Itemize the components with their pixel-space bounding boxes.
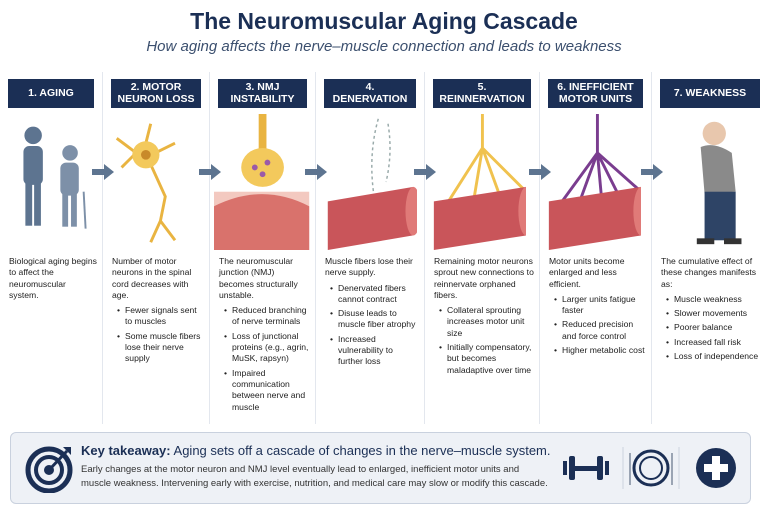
page-subtitle: How aging affects the nerve–muscle conne…	[146, 38, 622, 55]
step-description: Biological aging begins to affect the ne…	[9, 256, 97, 305]
step-header: 1. AGING	[8, 79, 94, 108]
step-intro: Muscle fibers lose their nerve supply.	[325, 256, 413, 278]
step-description: The neuromuscular junction (NMJ) becomes…	[219, 256, 310, 416]
step-header: 5. REINNERVATION	[433, 79, 531, 108]
step-illustration	[23, 126, 87, 229]
step-illustration	[327, 118, 418, 250]
step-header: 3. NMJ INSTABILITY	[218, 79, 307, 108]
step-bullet: Denervated fibers cannot contract	[330, 283, 419, 306]
step-bullet: Fewer signals sent to muscles	[117, 305, 204, 328]
step-illustration	[548, 114, 642, 250]
step-description: Motor units become enlarged and less eff…	[549, 256, 646, 359]
step-bullet: Collateral sprouting increases motor uni…	[439, 305, 534, 339]
step-description: Remaining motor neurons sprout new conne…	[434, 256, 534, 379]
arrow-right-icon	[529, 164, 551, 180]
arrow-right-icon	[641, 164, 663, 180]
step-bullet: Poorer balance	[666, 322, 763, 334]
step-intro: The neuromuscular junction (NMJ) becomes…	[219, 256, 298, 300]
step-bullet-list: Collateral sprouting increases motor uni…	[434, 305, 534, 376]
plate-cutlery-icon	[622, 447, 680, 489]
step-illustration	[214, 114, 310, 250]
step-illustration	[433, 114, 527, 250]
arrow-right-icon	[414, 164, 436, 180]
step-column: 4. DENERVATION Muscle fibers lose their n…	[316, 72, 425, 424]
medical-cross-icon	[696, 448, 736, 488]
takeaway-headline-text: Aging sets off a cascade of changes in t…	[173, 443, 551, 458]
step-bullet-list: Denervated fibers cannot contractDisuse …	[325, 283, 419, 368]
step-intro: Motor units become enlarged and less eff…	[549, 256, 625, 289]
step-bullet-list: Reduced branching of nerve terminalsLoss…	[219, 305, 310, 413]
step-intro: Number of motor neurons in the spinal co…	[112, 256, 192, 300]
step-column: 6. INEFFICIENT MOTOR UNITS Motor units be…	[540, 72, 652, 424]
step-column: 7. WEAKNESS The cumulative effect of thes…	[652, 72, 768, 424]
takeaway-body: Early changes at the motor neuron and NM…	[81, 464, 548, 489]
step-header: 6. INEFFICIENT MOTOR UNITS	[548, 79, 643, 108]
step-bullet: Disuse leads to muscle fiber atrophy	[330, 308, 419, 331]
step-description: Muscle fibers lose their nerve supply. De…	[325, 256, 419, 371]
takeaway-label: Key takeaway:	[81, 443, 171, 458]
step-bullet: Some muscle fibers lose their nerve supp…	[117, 331, 204, 365]
step-bullet: Larger units fatigue faster	[554, 294, 646, 317]
dumbbell-icon	[563, 456, 609, 480]
arrow-right-icon	[305, 164, 327, 180]
step-bullet: Initially compensatory, but becomes mala…	[439, 342, 534, 376]
step-column: 2. MOTOR NEURON LOSS Number of motor neur…	[103, 72, 210, 424]
step-intro: Remaining motor neurons sprout new conne…	[434, 256, 534, 300]
step-bullet: Increased fall risk	[666, 337, 763, 349]
step-bullet: Muscle weakness	[666, 294, 763, 306]
step-description: Number of motor neurons in the spinal co…	[112, 256, 204, 368]
takeaway-headline: Key takeaway: Aging sets off a cascade o…	[81, 443, 551, 458]
step-column: 3. NMJ INSTABILITY The neuromuscular junc…	[210, 72, 316, 424]
step-bullet-list: Larger units fatigue fasterReduced preci…	[549, 294, 646, 357]
step-illustration	[115, 123, 177, 243]
step-bullet: Impaired communication between nerve and…	[224, 368, 310, 413]
step-header: 7. WEAKNESS	[660, 79, 760, 108]
step-bullet-list: Fewer signals sent to musclesSome muscle…	[112, 305, 204, 364]
page-title: The Neuromuscular Aging Cascade	[190, 8, 578, 34]
step-column: 5. REINNERVATION Remaining motor neurons …	[425, 72, 540, 424]
step-bullet-list: Muscle weaknessSlower movementsPoorer ba…	[661, 294, 763, 363]
target-icon	[25, 446, 73, 493]
step-bullet: Higher metabolic cost	[554, 345, 646, 357]
step-bullet: Reduced branching of nerve terminals	[224, 305, 310, 328]
step-intro: The cumulative effect of these changes m…	[661, 256, 757, 289]
step-bullet: Loss of independence	[666, 351, 763, 363]
step-bullet: Slower movements	[666, 308, 763, 320]
step-header: 2. MOTOR NEURON LOSS	[111, 79, 201, 108]
arrow-right-icon	[92, 164, 114, 180]
step-bullet: Increased vulnerability to further loss	[330, 334, 419, 368]
step-illustration	[696, 121, 742, 245]
step-bullet: Loss of junctional proteins (e.g., agrin…	[224, 331, 310, 365]
step-description: The cumulative effect of these changes m…	[661, 256, 763, 365]
step-header: 4. DENERVATION	[324, 79, 416, 108]
step-bullet: Reduced precision and force control	[554, 319, 646, 342]
step-intro: Biological aging begins to affect the ne…	[9, 256, 97, 300]
key-takeaway-panel: Key takeaway: Aging sets off a cascade o…	[10, 432, 751, 504]
arrow-right-icon	[199, 164, 221, 180]
step-column: 1. AGING Biological aging begins to affec…	[0, 72, 103, 424]
